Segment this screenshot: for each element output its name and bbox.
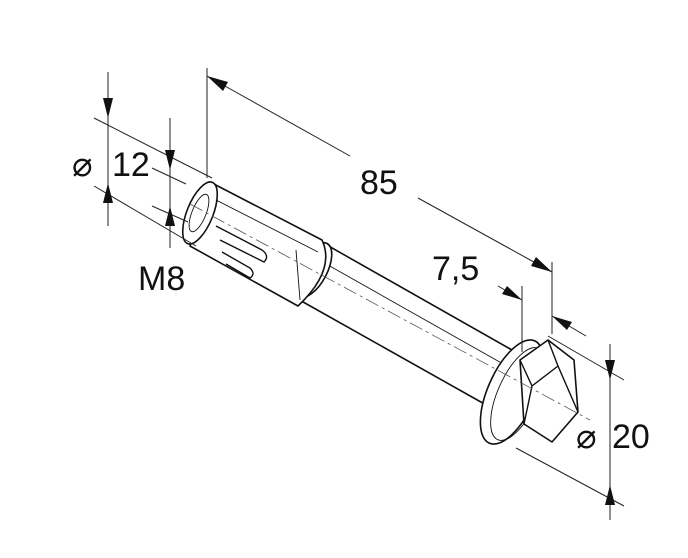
- dimension-label-m8: M8: [138, 260, 185, 298]
- dimension-diameter-12: ⌀ 12: [72, 72, 213, 247]
- shank-highlight: [311, 255, 506, 366]
- sleeve-slot-lower: [221, 251, 254, 279]
- diameter-symbol: ⌀: [72, 146, 92, 184]
- dimension-flange-7-5: 7,5: [432, 250, 587, 352]
- arrowhead: [552, 316, 572, 330]
- extension-line: [93, 117, 213, 179]
- arrowhead: [103, 183, 113, 203]
- diameter-symbol: ⌀: [576, 418, 596, 456]
- arrowhead: [605, 360, 615, 380]
- dimension-line: [206, 75, 351, 157]
- dimension-length-85: 85: [206, 68, 553, 334]
- arrowhead: [165, 206, 175, 226]
- dimension-label-12: 12: [112, 146, 150, 184]
- dimension-diameter-20: ⌀ 20: [515, 335, 650, 520]
- arrowhead: [103, 98, 113, 118]
- dimension-thread-m8: M8: [138, 118, 189, 298]
- anchor-bolt: [181, 181, 579, 445]
- dimension-label-85: 85: [360, 164, 398, 202]
- arrowhead: [531, 257, 552, 272]
- arrowhead: [207, 76, 228, 91]
- sleeve-bore: [188, 193, 210, 233]
- center-line: [189, 203, 591, 421]
- arrowhead: [605, 485, 615, 505]
- dimension-label-7-5: 7,5: [432, 250, 479, 288]
- arrowhead: [165, 150, 175, 170]
- arrowhead: [502, 286, 522, 300]
- extension-line: [515, 447, 625, 507]
- dimension-label-20: 20: [612, 418, 650, 456]
- dimension-line: [417, 197, 553, 273]
- expansion-sleeve: [189, 181, 327, 307]
- extension-line: [151, 167, 187, 185]
- sleeve-edge-line: [215, 199, 319, 253]
- hex-head-face: [519, 339, 579, 425]
- sleeve-slot-upper: [215, 225, 268, 263]
- sleeve-ring-line: [295, 249, 301, 301]
